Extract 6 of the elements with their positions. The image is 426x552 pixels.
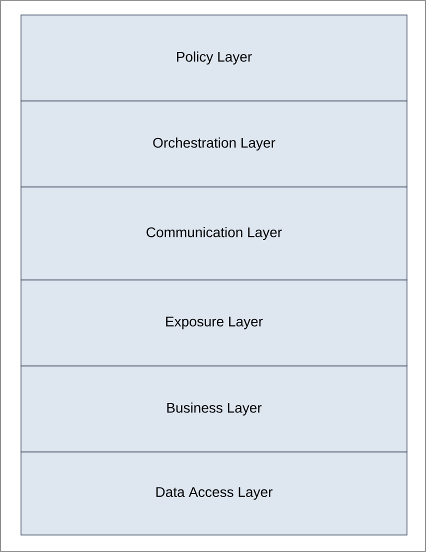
layer-box: Orchestration Layer [20, 100, 408, 188]
layer-box: Communication Layer [20, 186, 408, 280]
layer-box: Business Layer [20, 366, 408, 452]
layer-box: Policy Layer [20, 14, 408, 102]
layer-box: Data Access Layer [20, 452, 408, 536]
layer-box: Exposure Layer [20, 280, 408, 366]
